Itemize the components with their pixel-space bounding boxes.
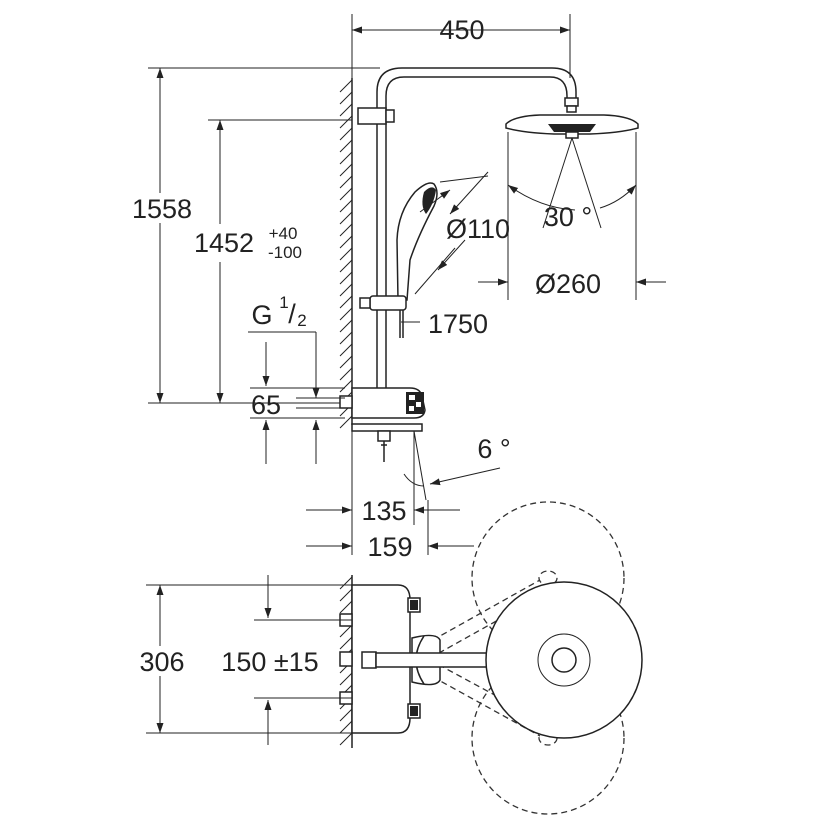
wall-hatch-line <box>339 115 353 129</box>
wall-hatch-line <box>339 271 353 285</box>
wall-hatch-line <box>339 307 353 321</box>
dim-1558: 1558 <box>120 67 380 404</box>
wall-hatch-line <box>339 600 353 614</box>
label-6deg: 6 ° <box>477 434 510 464</box>
wall-hatch-line <box>339 163 353 177</box>
thermostat-front <box>339 387 426 462</box>
shower-head-assembly: 30 ° <box>357 67 639 395</box>
wall-hatch-line <box>339 624 353 638</box>
wall-hatch-line <box>339 139 353 153</box>
wall-hatch-line <box>339 283 353 297</box>
label-30deg: 30 ° <box>544 202 592 232</box>
label-g: G <box>251 300 272 330</box>
wall-hatch-line <box>339 199 353 213</box>
label-1452: 1452 <box>194 228 254 258</box>
label-65: 65 <box>251 390 281 420</box>
wall-hatch-line <box>339 720 353 734</box>
wall-hatch-line <box>339 343 353 357</box>
label-thread-slash: / <box>288 299 296 329</box>
wall-hatch-line <box>339 672 353 686</box>
dim-260: Ø260 <box>478 185 666 300</box>
wall-hatch-line <box>339 235 353 249</box>
wall-hatch-line <box>339 708 353 722</box>
wall-hatch-line <box>339 636 353 650</box>
dim-65: 65 <box>250 342 345 464</box>
wall-hatch-line <box>339 91 353 105</box>
label-135: 135 <box>361 496 406 526</box>
arm-top <box>361 581 643 739</box>
label-thread-den: 2 <box>297 311 306 330</box>
label-159: 159 <box>367 532 412 562</box>
wall-hatch-line <box>339 259 353 273</box>
label-450: 450 <box>439 15 484 45</box>
dim-306: 306 <box>126 584 352 734</box>
label-1750: 1750 <box>428 309 488 339</box>
wall-hatch-line <box>339 175 353 189</box>
dim-450: 450 <box>351 14 571 78</box>
label-tol-plus: +40 <box>269 224 298 243</box>
label-thread-num: 1 <box>279 293 288 312</box>
label-1558: 1558 <box>132 194 192 224</box>
wall-hatch-line <box>339 379 353 393</box>
label-110: Ø110 <box>446 214 510 244</box>
label-150: 150 ±15 <box>221 647 318 677</box>
label-tol-minus: -100 <box>268 243 302 262</box>
wall-hatch-line <box>339 151 353 165</box>
wall-hatch-line <box>339 732 353 746</box>
wall-hatch-line <box>339 331 353 345</box>
label-260: Ø260 <box>535 269 601 299</box>
wall-hatch-line <box>339 588 353 602</box>
wall-hatch-line <box>339 127 353 141</box>
dim-150: 150 ±15 <box>221 575 352 745</box>
wall-hatch-line <box>339 103 353 117</box>
dim-1750: 1750 <box>401 309 488 339</box>
wall-hatch-line <box>339 295 353 309</box>
wall-hatch-line <box>339 367 353 381</box>
hand-shower: Ø110 <box>359 171 510 338</box>
wall-hatch-line <box>339 211 353 225</box>
dim-1452: 1452 +40 -100 <box>186 119 352 403</box>
wall-hatch-line <box>339 576 353 590</box>
dim-6deg: 6 ° <box>403 430 511 501</box>
wall-front <box>339 78 353 429</box>
wall-hatch-line <box>339 187 353 201</box>
wall-hatch-line <box>339 355 353 369</box>
dim-g-thread: G 1 / 2 <box>248 293 320 398</box>
wall-hatch-line <box>339 247 353 261</box>
label-306: 306 <box>139 647 184 677</box>
wall-hatch-line <box>339 319 353 333</box>
wall-hatch-line <box>339 415 353 429</box>
wall-hatch-line <box>339 223 353 237</box>
wall-hatch-line <box>339 79 353 93</box>
dim-135-159: 135 159 <box>306 431 474 562</box>
